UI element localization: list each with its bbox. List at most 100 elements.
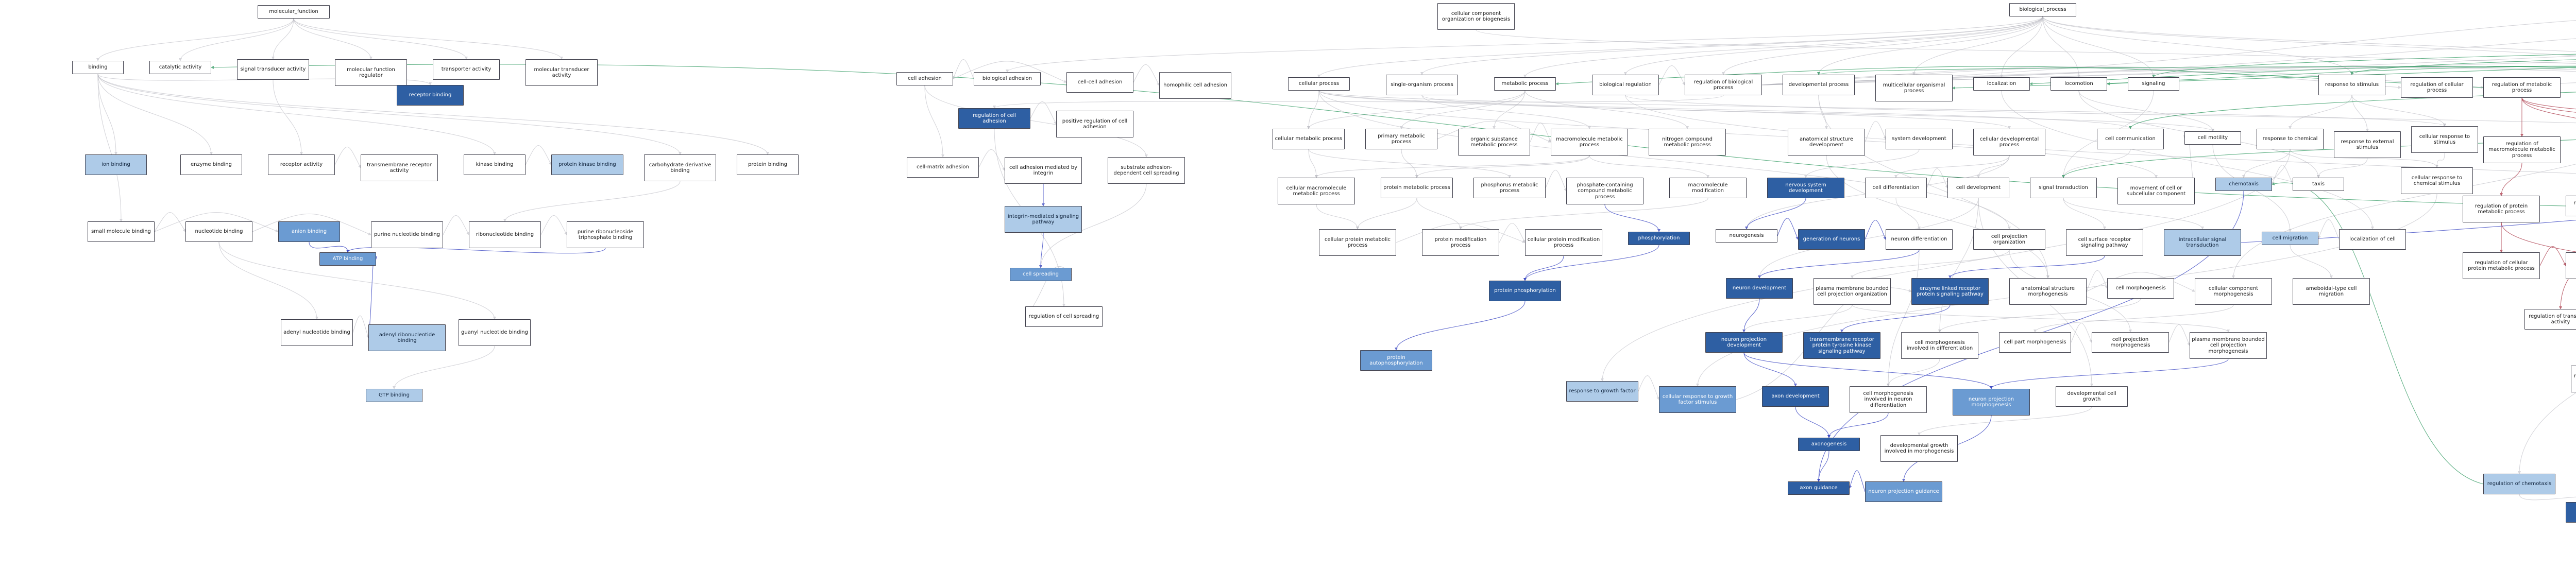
dag-edge [334,146,361,168]
dag-edge [2539,246,2566,266]
go-term-node: cellular response to stimulus [2411,126,2478,153]
dag-edge [1777,218,1799,240]
dag-edge [1758,249,1920,279]
go-term-node: signaling [2128,77,2179,91]
go-term-node: neuron projection morphogenesis [1953,389,2030,416]
dag-edge [1826,155,2049,279]
dag-edge [2042,16,2576,56]
dag-edge [154,212,186,232]
dag-edge [1356,198,1417,230]
go-term-node: response to stimulus [2318,75,2385,95]
go-term-node: nitrogen compound metabolic process [1649,129,1726,156]
go-term-node: transporter activity [433,59,500,80]
dag-edge [1316,204,1359,230]
dag-edge [218,241,318,320]
dag-edge [309,241,349,253]
dag-edge [2351,95,2369,132]
dag-edge [2000,16,2043,78]
go-term-node: cell differentiation [1865,178,1927,198]
dag-edge [1743,352,1797,387]
dag-edge [1827,412,1889,438]
go-term-node: cell migration [2262,232,2318,245]
go-term-node: catalytic activity [149,61,211,74]
dag-edge [2042,16,2080,78]
dag-edge [2001,90,2374,230]
dag-edge [953,59,974,79]
go-term-node: biological_process [2009,3,2076,16]
go-term-node: protein phosphorylation [1489,281,1561,301]
dag-edge [1401,149,1418,178]
dag-edge [993,95,1724,109]
dag-edge [2351,95,2446,127]
go-term-node: cell morphogenesis [2107,278,2174,299]
go-term-node: movement of cell or subcellular componen… [2117,178,2195,204]
go-term-node: protein modification process [1422,229,1499,256]
go-term-node: chemotaxis [2215,178,2272,191]
go-term-node: generation of neurons [1798,229,1865,250]
dag-edge [978,149,1005,171]
dag-edge [1476,29,2576,64]
go-term-node: signal transducer activity [237,59,309,80]
go-term-node: cell morphogenesis involved in different… [1901,332,1978,359]
go-term-node: system development [1886,129,1953,149]
dag-edge [1523,16,2043,78]
dag-edge [924,85,944,158]
go-term-node: single-organism process [1386,75,1458,95]
dag-edge [1415,155,1590,178]
go-term-node: metabolic process [1494,77,1556,91]
dag-edge [1658,65,1685,85]
go-term-node: plasma membrane bounded cell projection … [1814,278,1891,305]
dag-edge [1307,90,1319,129]
dag-edge [1308,149,1318,178]
dag-edge [1742,298,1760,333]
go-term-node: ameboidal-type cell migration [2293,278,2370,305]
dag-edge [1524,90,1689,129]
go-term-node: positive regulation of chemotaxis [2566,502,2576,523]
go-term-node: anion binding [278,221,340,242]
go-term-node: phosphorus metabolic process [1473,178,1546,198]
go-term-node: cell motility [2184,131,2241,145]
go-term-node: regulation of protein kinase activity [2571,366,2576,392]
go-term-node: receptor binding [397,85,464,106]
dag-edge [1895,198,1921,230]
dag-edge [1948,255,2105,279]
dag-edge [1912,16,2043,75]
go-term-node: localization of cell [2339,229,2406,250]
dag-edge [97,74,123,222]
dag-edge [2042,16,2353,75]
go-term-node: protein kinase binding [551,154,623,175]
dag-edge [1852,304,2230,333]
dag-edge [1849,470,1866,492]
go-term-node: cell projection morphogenesis [2092,332,2169,353]
go-term-node: neuron projection development [1705,332,1783,353]
go-term-node: regulation of cellular protein metabolic… [2463,252,2540,279]
dag-edge [1030,101,1057,125]
dag-edge [1006,16,2043,73]
go-term-node: response to chemical [2257,129,2324,149]
go-term-node: cellular protein modification process [1525,229,1602,256]
go-term-node: axon guidance [1788,481,1850,495]
go-term-node: signal transduction [2030,178,2097,198]
dag-edge [1530,123,1551,143]
go-term-node: cellular component organization or bioge… [1437,3,1515,30]
go-term-node: multicellular organismal process [1875,75,1953,101]
go-term-node: phosphate-containing compound metabolic … [1566,178,1643,204]
go-term-node: locomotion [2050,77,2107,91]
dag-edge [1887,249,1920,387]
go-term-node: axon development [1762,386,1829,407]
go-term-node: axonogenesis [1798,438,1860,451]
dag-edge [1990,358,2229,389]
dag-edge [1400,90,1526,129]
dag-edge [2350,59,2576,75]
dag-edge [2317,158,2368,178]
dag-edge [2033,304,2234,333]
go-term-node: purine ribonucleoside triphosphate bindi… [567,221,644,248]
go-term-node: cell spreading [1010,268,1072,281]
dag-edge [293,18,468,60]
dag-edge [1604,204,1660,232]
go-term-node: cell morphogenesis involved in neuron di… [1850,386,1927,413]
dag-edge [1589,155,1709,178]
go-term-node: cellular metabolic process [1273,129,1345,149]
dag-edge [503,181,681,222]
dag-edge [443,215,469,235]
